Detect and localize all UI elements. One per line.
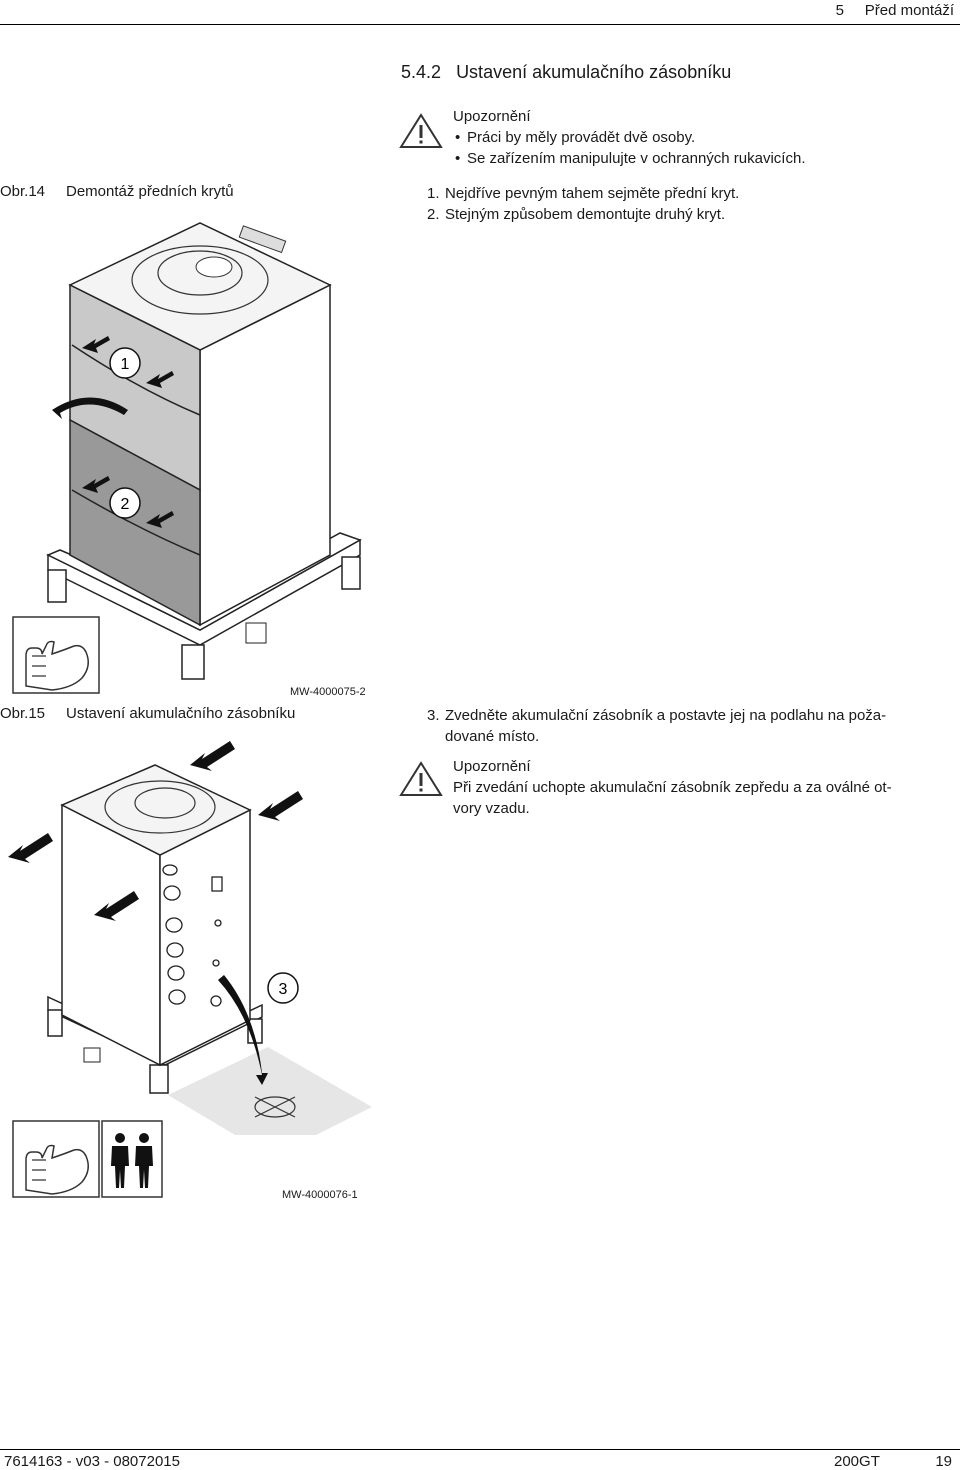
warning-box-2: Upozornění Při zvedání uchopte akumulačn… <box>453 756 892 819</box>
figure-title: Demontáž předních krytů <box>66 183 234 200</box>
warning-triangle-icon <box>399 113 443 148</box>
warning-text: vory vzadu. <box>453 800 530 817</box>
figure-title: Ustavení akumulačního zásobníku <box>66 705 296 722</box>
callout-2: 2 <box>109 487 141 519</box>
figure-14-caption: Obr.14 Demontáž předních krytů <box>0 183 234 200</box>
steps-list: 1. Nejdříve pevným tahem sejměte přední k… <box>427 183 739 225</box>
section-heading: 5.4.2 Ustavení akumulačního zásobníku <box>401 62 731 83</box>
warning-text: Při zvedání uchopte akumulační zásobník … <box>453 779 892 796</box>
page-header: 5 Před montáží <box>836 2 954 19</box>
warning-list: Práci by měly provádět dvě osoby. Se zař… <box>453 127 806 169</box>
cabinet-top <box>60 764 252 856</box>
connection-openings <box>162 864 223 1007</box>
warning-item: Se zařízením manipulujte v ochranných ru… <box>453 148 806 169</box>
chapter-title: Před montáží <box>864 2 954 19</box>
figure-15-caption: Obr.15 Ustavení akumulačního zásobníku <box>0 705 295 722</box>
warning-item: Práci by měly provádět dvě osoby. <box>453 127 806 148</box>
gloves-icon <box>12 1120 100 1198</box>
warning-title: Upozornění <box>453 108 531 125</box>
section-number: 5.4.2 <box>401 62 442 82</box>
callout-1: 1 <box>109 347 141 379</box>
warning-title: Upozornění <box>453 758 531 775</box>
footer-doc-id: 7614163 - v03 - 08072015 <box>4 1453 180 1470</box>
arrow-icon <box>8 741 303 1085</box>
figure-14-illustration: 1 2 <box>46 222 362 680</box>
step-text: Nejdříve pevným tahem sejměte přední kry… <box>445 185 740 202</box>
floor-target-area <box>168 1047 372 1135</box>
step-text: Zvedněte akumulační zásobník a postavte … <box>445 707 887 724</box>
gloves-icon <box>12 616 100 694</box>
figure-label: Obr.15 <box>0 705 46 722</box>
footer-rule <box>0 1449 960 1450</box>
two-persons-icon <box>101 1120 163 1198</box>
step-number: 3. <box>427 707 440 724</box>
front-cover-2 <box>69 418 201 627</box>
step-3: 3. Zvedněte akumulační zásobník a postavt… <box>427 705 886 747</box>
figure-15-illustration: 3 <box>8 741 372 1135</box>
svg-text:2: 2 <box>121 496 130 513</box>
step-2: 2. Stejným způsobem demontujte druhý kryt… <box>427 204 739 225</box>
warning-box-1: Upozornění Práci by měly provádět dvě os… <box>453 106 806 169</box>
figure-15-code: MW-4000076-1 <box>282 1189 358 1201</box>
svg-text:3: 3 <box>279 981 288 998</box>
figure-14-code: MW-4000075-2 <box>290 686 366 698</box>
step-number: 1. <box>427 185 440 202</box>
step-1: 1. Nejdříve pevným tahem sejměte přední k… <box>427 183 739 204</box>
footer-page-number: 19 <box>935 1453 952 1470</box>
footer-model: 200GT <box>834 1453 880 1470</box>
floor-target-icon <box>254 1096 296 1118</box>
callout-3: 3 <box>267 972 299 1004</box>
warning-triangle-icon <box>399 761 443 796</box>
arrow-icon <box>52 336 174 528</box>
svg-text:1: 1 <box>121 356 130 373</box>
figure-label: Obr.14 <box>0 183 46 200</box>
chapter-number: 5 <box>835 2 844 19</box>
section-title: Ustavení akumulačního zásobníku <box>456 62 732 82</box>
header-rule <box>0 24 960 25</box>
step-text: Stejným způsobem demontujte druhý kryt. <box>445 206 726 223</box>
step-text-continued: dované místo. <box>445 728 540 745</box>
step-number: 2. <box>427 206 440 223</box>
